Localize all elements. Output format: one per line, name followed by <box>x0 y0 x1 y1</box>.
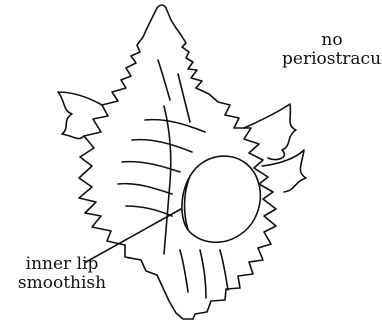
varix-frond-left <box>58 92 102 139</box>
shell-spire-left <box>79 8 157 275</box>
no-periostracum-line-2: periostracum <box>282 50 382 69</box>
shell-apex <box>157 5 202 88</box>
shell-aperture <box>182 156 260 242</box>
shell-canal <box>157 275 193 319</box>
no-periostracum-line-1: no <box>282 31 382 50</box>
no-periostracum-label: no periostracum <box>282 31 382 69</box>
inner-lip-line-2: smoothish <box>12 274 112 293</box>
inner-lip-label: inner lip smoothish <box>12 255 112 293</box>
inner-lip-line-1: inner lip <box>12 255 112 274</box>
